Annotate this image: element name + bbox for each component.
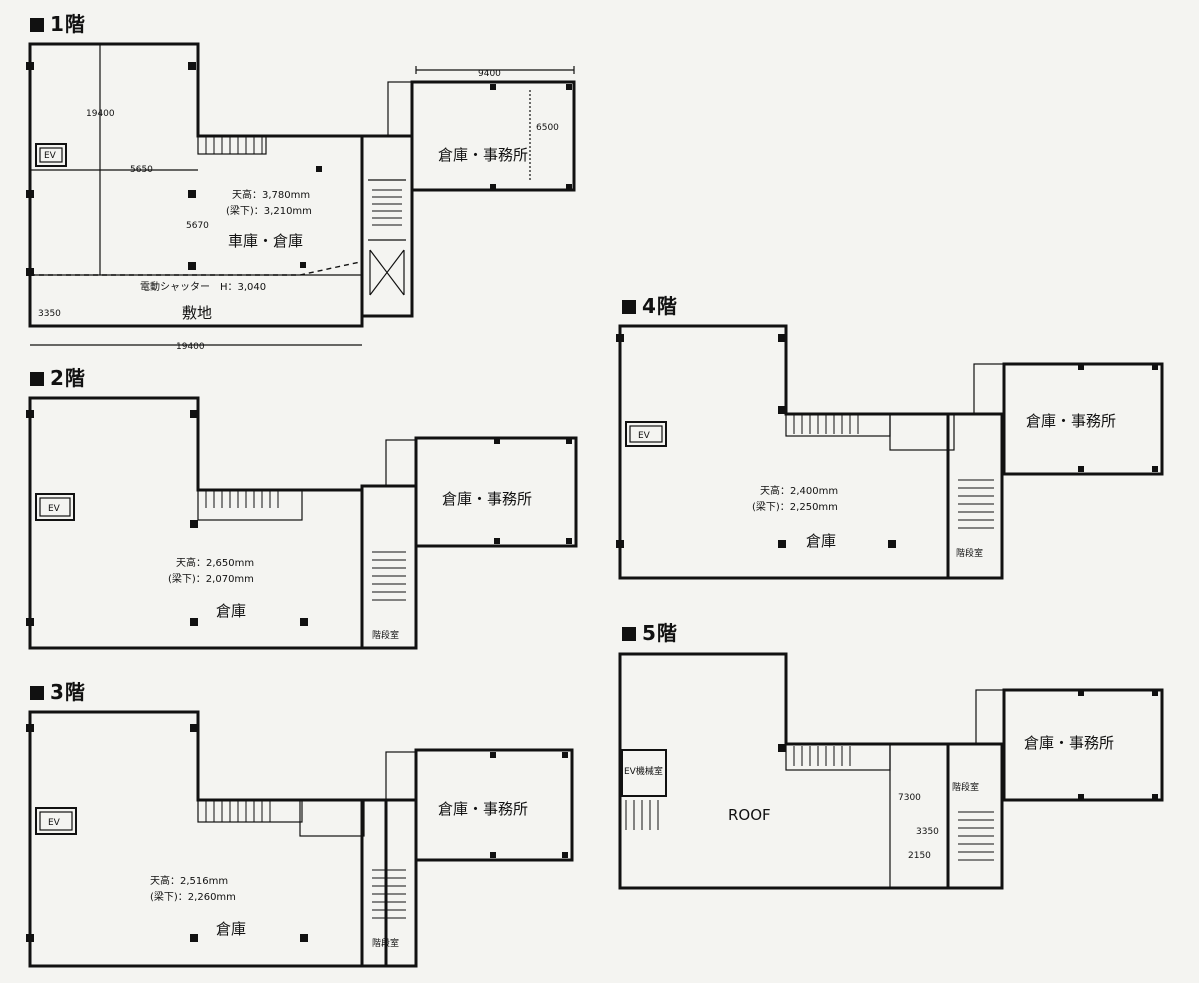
floor-3-title-text: 3階 — [50, 680, 86, 704]
floor-1-dim-5650: 5650 — [130, 165, 153, 175]
floor-4-stair-label: 階段室 — [956, 547, 983, 559]
floor-2-ev: EV — [35, 493, 75, 521]
square-bullet-icon — [30, 686, 44, 700]
floor-3-ev: EV — [35, 807, 77, 835]
floor-1-site-label: 敷地 — [182, 304, 212, 322]
floor-3-ceiling-height: 天高：2,516mm — [150, 874, 228, 887]
floor-1-shutter-label: 電動シャッター H：3,040 — [140, 280, 266, 293]
floor-3-beam-height: (梁下)：2,260mm — [150, 890, 236, 903]
floor-4-stair-top — [785, 413, 891, 437]
floor-1-title-text: 1階 — [50, 12, 86, 36]
floor-5-roof-label: ROOF — [728, 806, 771, 824]
floor-5-plan: EV機械室 倉庫・事務所 ROOF 階段室 7300 3350 2150 — [618, 652, 1164, 890]
floor-2-stair-label: 階段室 — [372, 629, 399, 641]
floor-5-stair-label: 階段室 — [952, 781, 979, 793]
floor-2-plan: EV 倉庫・事務所 天高：2,650mm (梁下)：2,070mm 倉庫 階段室 — [26, 396, 578, 650]
floor-5-stair-top — [785, 743, 891, 771]
floor-4-beam-height: (梁下)：2,250mm — [752, 500, 838, 513]
floor-1-title: 1階 — [30, 8, 86, 37]
floor-1-dim-depth-annex: 6500 — [536, 123, 559, 133]
floor-3-title: 3階 — [30, 676, 86, 705]
floor-3-stair-label: 階段室 — [372, 937, 399, 949]
floor-1-ceiling-height: 天高：3,780mm — [232, 188, 310, 201]
floor-1-ev: EV — [35, 143, 67, 167]
floor-2-storage-label: 倉庫 — [216, 602, 246, 620]
square-bullet-icon — [622, 627, 636, 641]
floor-5-storage-office-label: 倉庫・事務所 — [1024, 734, 1114, 752]
floor-1-dim-height-main: 19400 — [86, 109, 115, 119]
floor-4-storage-office-label: 倉庫・事務所 — [1026, 412, 1116, 430]
square-bullet-icon — [30, 372, 44, 386]
floor-2-title-text: 2階 — [50, 366, 86, 390]
floor-5-machine-room-label: EV機械室 — [624, 765, 663, 777]
floor-2-title: 2階 — [30, 362, 86, 391]
floor-1-dim-3350: 3350 — [38, 309, 61, 319]
floor-2-ev-label: EV — [48, 504, 61, 514]
floor-5-dim-7300: 7300 — [898, 793, 921, 803]
floor-2-ceiling-height: 天高：2,650mm — [176, 556, 254, 569]
floor-4-ev-label: EV — [638, 431, 651, 441]
floor-2-beam-height: (梁下)：2,070mm — [168, 572, 254, 585]
floor-3-plan: EV 倉庫・事務所 天高：2,516mm (梁下)：2,260mm 倉庫 階段室 — [26, 710, 574, 968]
floor-4-title: 4階 — [622, 290, 678, 319]
floor-1-plan: EV 倉庫・事務所 天高：3,780mm — [26, 42, 576, 352]
floor-5-title: 5階 — [622, 617, 678, 646]
floor-5-dim-3350: 3350 — [916, 827, 939, 837]
floor-1-stair — [197, 135, 267, 155]
floor-1-garage-label: 車庫・倉庫 — [228, 232, 303, 250]
floor-3-storage-office-label: 倉庫・事務所 — [438, 800, 528, 818]
floor-4-title-text: 4階 — [642, 294, 678, 318]
floor-4-ceiling-height: 天高：2,400mm — [760, 484, 838, 497]
floor-1-beam-height: (梁下)：3,210mm — [226, 204, 312, 217]
floor-1-dim-5670: 5670 — [186, 221, 209, 231]
floor-1-storage-office-label: 倉庫・事務所 — [438, 146, 528, 164]
floor-3-ev-label: EV — [48, 818, 61, 828]
floor-4-plan: EV 倉庫・事務所 天高：2,400mm (梁下)：2,250mm 倉庫 階段室 — [616, 324, 1164, 580]
floor-4-storage-label: 倉庫 — [806, 532, 836, 550]
floor-1-dim-width-annex: 9400 — [478, 69, 501, 79]
floor-2-stair-top — [197, 489, 303, 521]
square-bullet-icon — [30, 18, 44, 32]
floor-3-stair-top — [197, 799, 303, 823]
square-bullet-icon — [622, 300, 636, 314]
floor-2-storage-office-label: 倉庫・事務所 — [442, 490, 532, 508]
floor-1-ev-label: EV — [44, 151, 57, 161]
floor-5-machine-room: EV機械室 — [621, 749, 667, 830]
floor-5-dim-2150: 2150 — [908, 851, 931, 861]
floor-5-title-text: 5階 — [642, 621, 678, 645]
floor-1-dim-19400: 19400 — [176, 342, 205, 352]
floor-3-storage-label: 倉庫 — [216, 920, 246, 938]
floor-4-ev: EV — [625, 421, 667, 447]
